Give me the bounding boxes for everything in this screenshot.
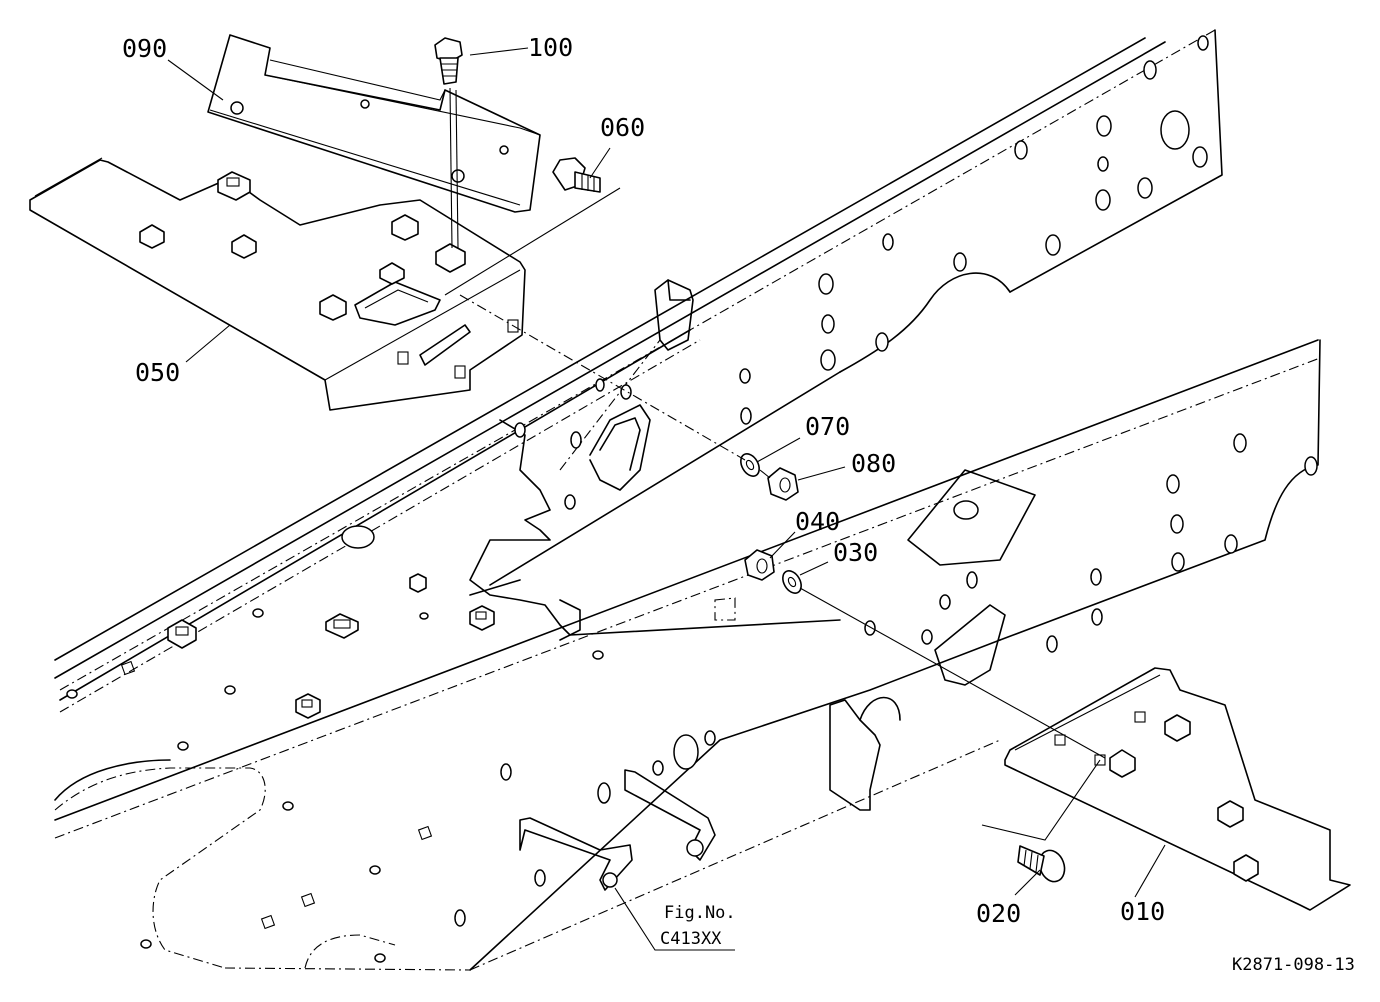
bracket-050 xyxy=(29,157,526,411)
callout-020: 020 xyxy=(976,899,1021,928)
drawing-number: K2871-098-13 xyxy=(1232,955,1355,975)
leader-lines xyxy=(167,47,1166,951)
bracket-010 xyxy=(1004,667,1351,911)
callout-010: 010 xyxy=(1120,897,1165,926)
frame-assembly xyxy=(54,29,1321,971)
bolt-060 xyxy=(552,157,601,193)
callout-090: 090 xyxy=(122,34,167,63)
callout-040: 040 xyxy=(795,507,840,536)
callout-070: 070 xyxy=(805,412,850,441)
frame-holes xyxy=(66,35,1318,963)
nut-080 xyxy=(767,467,799,501)
callout-050: 050 xyxy=(135,358,180,387)
callout-060: 060 xyxy=(600,113,645,142)
nut-040 xyxy=(744,549,775,581)
assembly-lines xyxy=(444,87,1106,841)
callout-080: 080 xyxy=(851,449,896,478)
washer-030 xyxy=(782,570,802,594)
callout-030: 030 xyxy=(833,538,878,567)
plate-090 xyxy=(207,34,541,213)
frame-weld-nuts xyxy=(120,573,495,930)
bolt-020 xyxy=(1017,845,1066,883)
reference-figure-number: C413XX xyxy=(660,929,722,949)
bolt-100 xyxy=(434,37,463,85)
callout-labels: 090 100 060 050 070 080 040 030 020 010 … xyxy=(122,33,1355,975)
callout-100: 100 xyxy=(528,33,573,62)
reference-figure-label: Fig.No. xyxy=(664,903,736,923)
washer-070 xyxy=(740,453,760,477)
